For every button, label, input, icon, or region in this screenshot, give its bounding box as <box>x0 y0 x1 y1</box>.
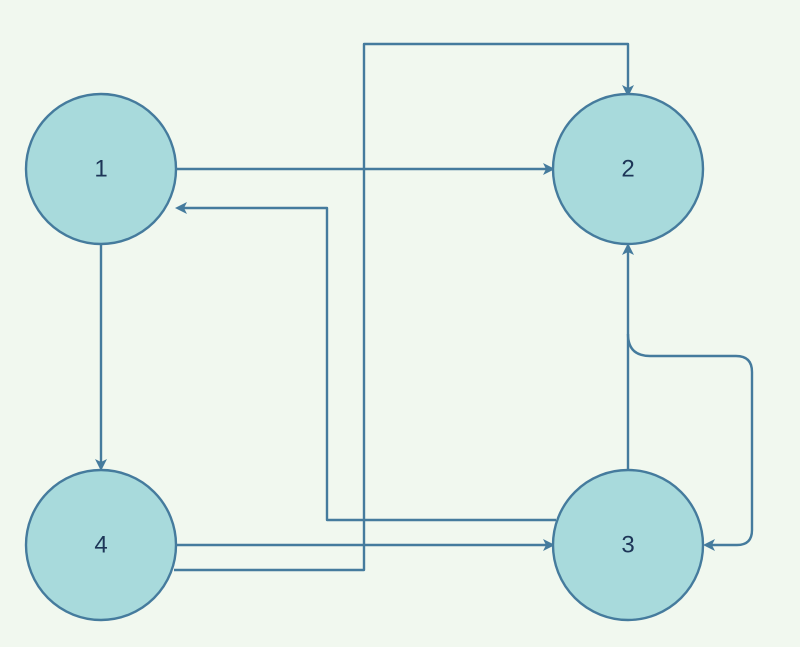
node-4-circle[interactable] <box>24 468 178 622</box>
node-3-label: 3 <box>621 532 634 559</box>
edge-2-to-3[interactable] <box>626 333 754 551</box>
node-1[interactable]: 1 <box>24 92 178 246</box>
node-2-circle[interactable] <box>551 92 705 246</box>
node-2[interactable]: 2 <box>551 92 705 246</box>
edges <box>95 42 754 572</box>
node-4-label: 4 <box>94 532 107 559</box>
node-1-label: 1 <box>94 156 107 183</box>
nodes: 1 2 3 4 <box>24 92 705 622</box>
edge-4-to-2[interactable] <box>174 42 634 572</box>
node-4[interactable]: 4 <box>24 468 178 622</box>
node-3[interactable]: 3 <box>551 468 705 622</box>
node-3-circle[interactable] <box>551 468 705 622</box>
node-1-circle[interactable] <box>24 92 178 246</box>
node-2-label: 2 <box>621 156 634 183</box>
edge-3-to-1[interactable] <box>175 202 556 522</box>
